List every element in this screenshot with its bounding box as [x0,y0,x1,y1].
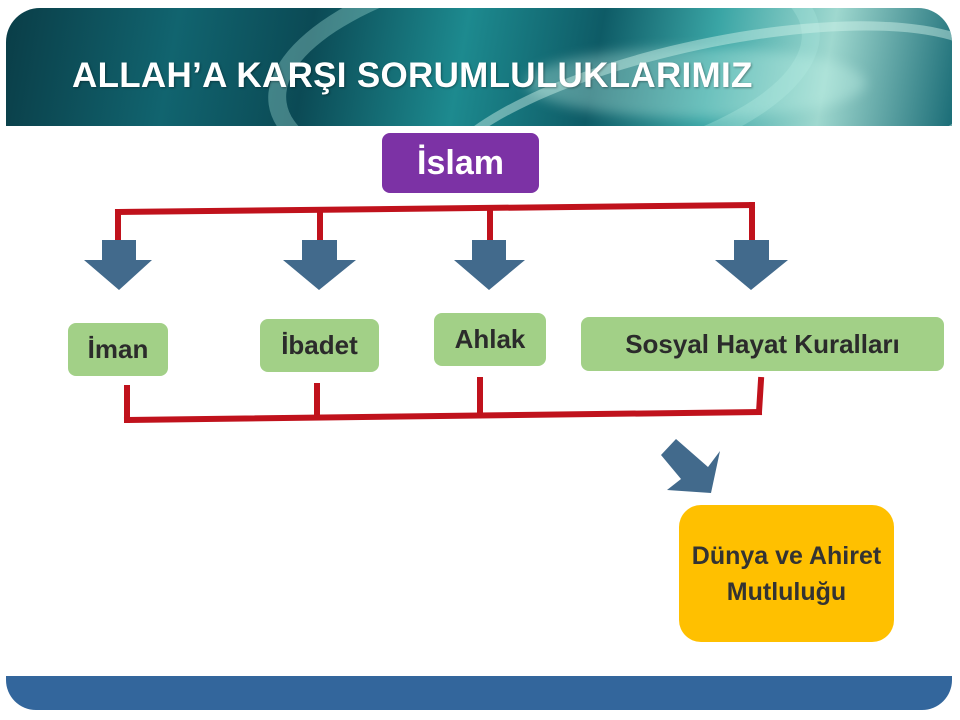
connector-bottom-rise [755,376,765,416]
slide-title: ALLAH’A KARŞI SORUMLULUKLARIMIZ [72,56,753,95]
connector-bottom-bar [123,408,763,424]
down-arrow-icon [715,240,788,290]
branch-box-ibadet: İbadet [260,319,379,372]
root-box-islam: İslam [382,133,539,193]
connector-top-bar [114,201,756,216]
result-box-dunya-ahiret: Dünya ve Ahiret Mutluluğu [679,505,894,642]
branch-box-ahlak: Ahlak [434,313,546,366]
slide-header: ALLAH’A KARŞI SORUMLULUKLARIMIZ [6,8,952,126]
diagonal-arrow-icon [661,439,720,493]
header-decoration [526,48,866,118]
down-arrow-icon [283,240,356,290]
slide-footer [6,676,952,710]
down-arrow-icon [454,240,525,290]
down-arrow-icon [84,240,152,290]
branch-box-sosyal-hayat-kurallari: Sosyal Hayat Kuralları [581,317,944,371]
branch-box-iman: İman [68,323,168,376]
